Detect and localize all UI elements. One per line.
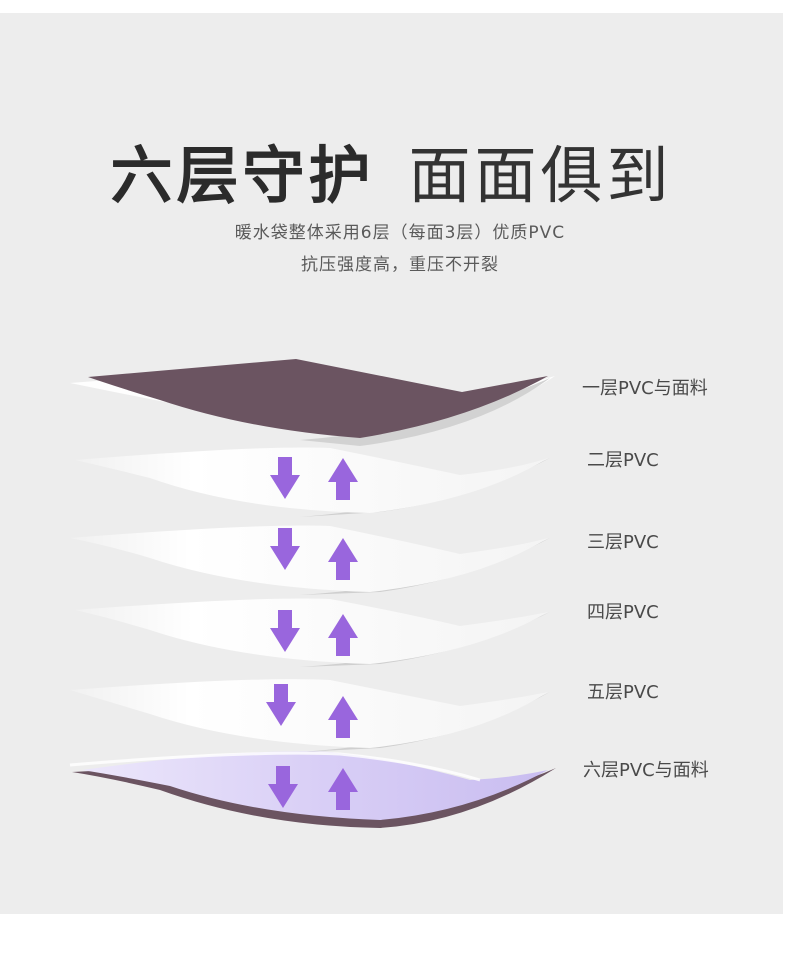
arrow-down-icon bbox=[270, 528, 300, 570]
layer-label-6: 六层PVC与面料 bbox=[583, 760, 709, 781]
layer-1-fabric bbox=[70, 359, 555, 446]
page-headline: 六层守护面面俱到 bbox=[0, 125, 783, 215]
layer-label-5: 五层PVC bbox=[587, 682, 659, 703]
arrow-down-icon bbox=[270, 457, 300, 499]
layer-label-3: 三层PVC bbox=[587, 532, 659, 553]
headline-part-1: 六层守护 bbox=[110, 139, 375, 212]
layer-4-sheet bbox=[75, 598, 550, 667]
subtitle-line-1: 暖水袋整体采用6层（每面3层）优质PVC bbox=[234, 223, 566, 243]
arrow-up-icon bbox=[328, 696, 358, 738]
arrow-up-icon bbox=[328, 538, 358, 580]
layer-label-4: 四层PVC bbox=[587, 602, 659, 623]
layer-label-2: 二层PVC bbox=[587, 450, 659, 471]
layer-3-sheet bbox=[70, 525, 550, 595]
arrow-up-icon bbox=[328, 458, 358, 500]
headline-part-2: 面面俱到 bbox=[408, 139, 673, 212]
arrow-down-icon bbox=[266, 684, 296, 726]
subtitle-line-2: 抗压强度高，重压不开裂 bbox=[301, 255, 499, 275]
arrow-down-icon bbox=[268, 766, 298, 808]
arrow-up-icon bbox=[328, 768, 358, 810]
arrow-up-icon bbox=[328, 614, 358, 656]
layer-6-fabric bbox=[69, 751, 556, 828]
arrow-down-icon bbox=[270, 610, 300, 652]
layer-5-sheet bbox=[70, 679, 550, 752]
layer-label-1: 一层PVC与面料 bbox=[582, 378, 708, 399]
layer-2-sheet bbox=[75, 447, 550, 517]
